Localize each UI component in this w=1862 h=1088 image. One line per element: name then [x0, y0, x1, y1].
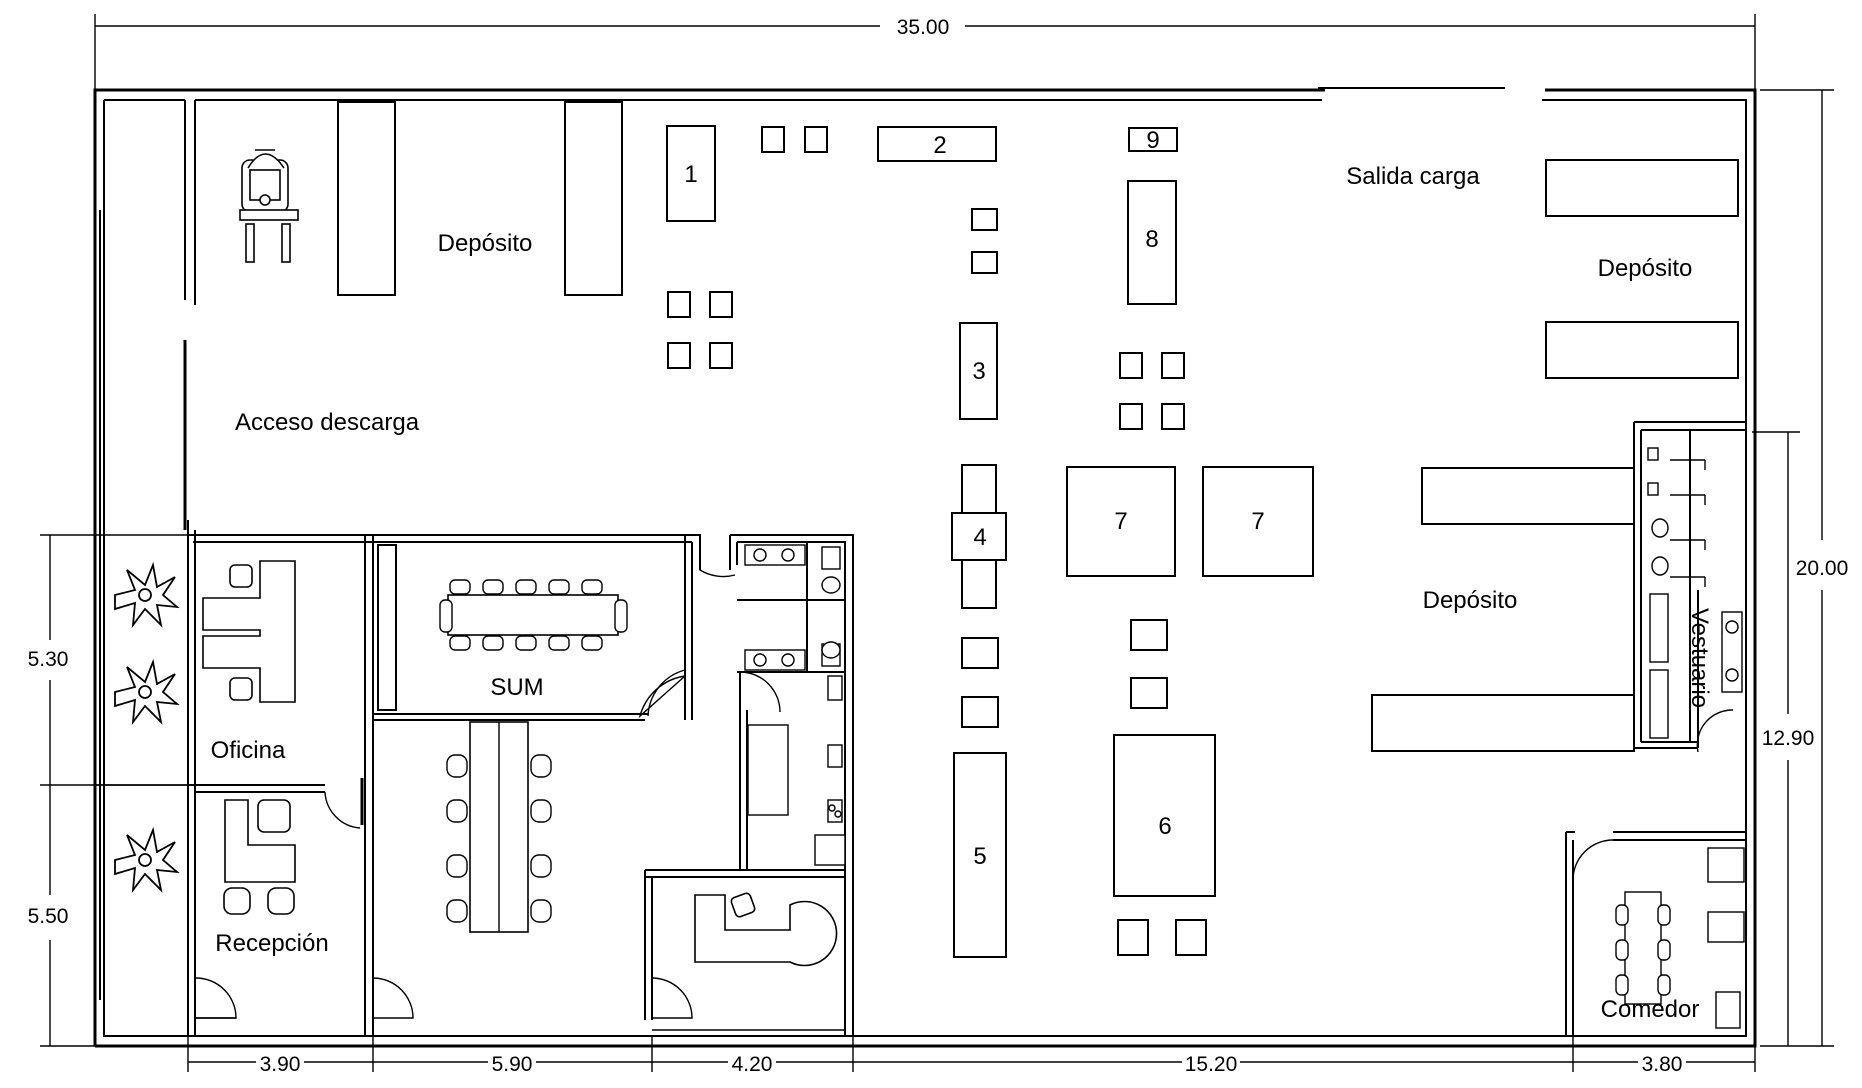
outer-walls — [93, 87, 1757, 1048]
dimension-lines — [40, 14, 1834, 1072]
forklift-icon — [239, 149, 299, 263]
label-deposito-3: Depósito — [1423, 587, 1518, 614]
label-machine-6: 6 — [1158, 813, 1171, 840]
machine-9 — [1128, 127, 1178, 152]
room-labels: Depósito Acceso descarga Salida carga De… — [211, 163, 1713, 1023]
plant-icon — [114, 826, 180, 894]
label-machine-4: 4 — [973, 524, 986, 551]
door-swings — [195, 543, 1734, 1019]
machines — [666, 125, 1314, 958]
right-walls — [1565, 421, 1746, 1036]
machine-4 — [951, 512, 1007, 561]
label-machine-8: 8 — [1145, 226, 1158, 253]
dim-bottom-5: 3.80 — [1642, 1053, 1683, 1076]
dim-right-partial: 12.90 — [1762, 727, 1815, 750]
label-vestuario: Vestuario — [1686, 608, 1713, 708]
machine-labels: 1 2 3 4 5 6 7 7 8 9 — [684, 127, 1264, 870]
office-walls — [95, 520, 854, 1036]
dim-bottom-4: 15.20 — [1185, 1053, 1238, 1076]
machine-7a — [1066, 466, 1176, 577]
label-comedor: Comedor — [1601, 996, 1700, 1023]
dim-left-upper: 5.30 — [28, 648, 69, 671]
office-furniture — [196, 447, 1745, 1029]
dim-bottom-2: 5.90 — [492, 1053, 533, 1076]
dimension-labels: 35.00 20.00 12.90 5.30 5.50 3.90 5.90 4.… — [28, 14, 1849, 1076]
small-boxes — [667, 126, 1207, 956]
label-acceso-descarga: Acceso descarga — [235, 409, 420, 436]
machine-3 — [959, 322, 998, 420]
plant-icon — [114, 561, 180, 629]
machine-8 — [1127, 180, 1177, 305]
dim-left-lower: 5.50 — [28, 905, 69, 928]
dim-bottom-1: 3.90 — [260, 1053, 301, 1076]
dim-total-height: 20.00 — [1796, 557, 1849, 580]
storage-racks — [337, 101, 1739, 752]
machine-5 — [953, 752, 1007, 958]
label-recepcion: Recepción — [215, 930, 328, 957]
label-sum: SUM — [490, 674, 543, 701]
dim-bottom-3: 4.20 — [732, 1053, 773, 1076]
label-machine-2: 2 — [933, 132, 946, 159]
label-machine-7b: 7 — [1251, 508, 1264, 535]
machine-1 — [666, 125, 716, 222]
label-machine-3: 3 — [972, 358, 985, 385]
machine-2 — [877, 126, 997, 162]
plant-icon — [114, 658, 180, 726]
label-machine-5: 5 — [973, 843, 986, 870]
label-oficina: Oficina — [211, 737, 286, 764]
dim-total-width: 35.00 — [897, 16, 950, 39]
label-machine-1: 1 — [684, 161, 697, 188]
label-salida-carga: Salida carga — [1346, 163, 1480, 190]
label-machine-9: 9 — [1146, 127, 1159, 154]
machine-7b — [1202, 466, 1314, 577]
label-deposito-1: Depósito — [438, 230, 533, 257]
plant-icons — [114, 561, 180, 894]
machine-6 — [1113, 734, 1216, 897]
label-machine-7a: 7 — [1114, 508, 1127, 535]
label-deposito-2: Depósito — [1598, 255, 1693, 282]
